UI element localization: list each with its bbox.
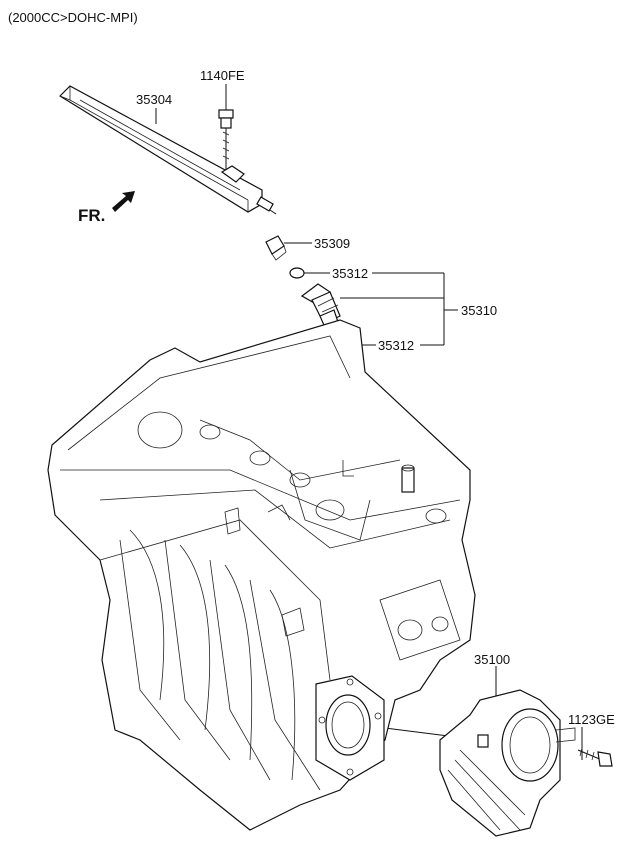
front-direction-arrow-icon [112, 191, 135, 212]
o-ring-35312-upper[interactable] [289, 267, 305, 279]
bolt-1123ge[interactable] [577, 747, 613, 767]
fuel-rail-35304[interactable] [59, 85, 277, 215]
part-label-35304[interactable]: 35304 [136, 92, 173, 107]
part-label-35312-lower[interactable]: 35312 [378, 338, 415, 353]
part-label-1123ge[interactable]: 1123GE [568, 712, 615, 727]
part-label-35312-upper[interactable]: 35312 [332, 266, 369, 281]
part-label-35309[interactable]: 35309 [314, 236, 351, 251]
part-label-35310[interactable]: 35310 [461, 303, 498, 318]
part-label-35100[interactable]: 35100 [474, 652, 511, 667]
part-label-1140fe[interactable]: 1140FE [200, 68, 245, 83]
diagram-subtitle: (2000CC>DOHC-MPI) [8, 10, 138, 25]
bolt-1140fe[interactable] [218, 109, 234, 170]
front-direction-label: FR. [78, 206, 106, 225]
throttle-body-35100[interactable] [439, 689, 576, 837]
clip-35309[interactable] [265, 235, 287, 261]
engine-assembly [47, 319, 476, 831]
